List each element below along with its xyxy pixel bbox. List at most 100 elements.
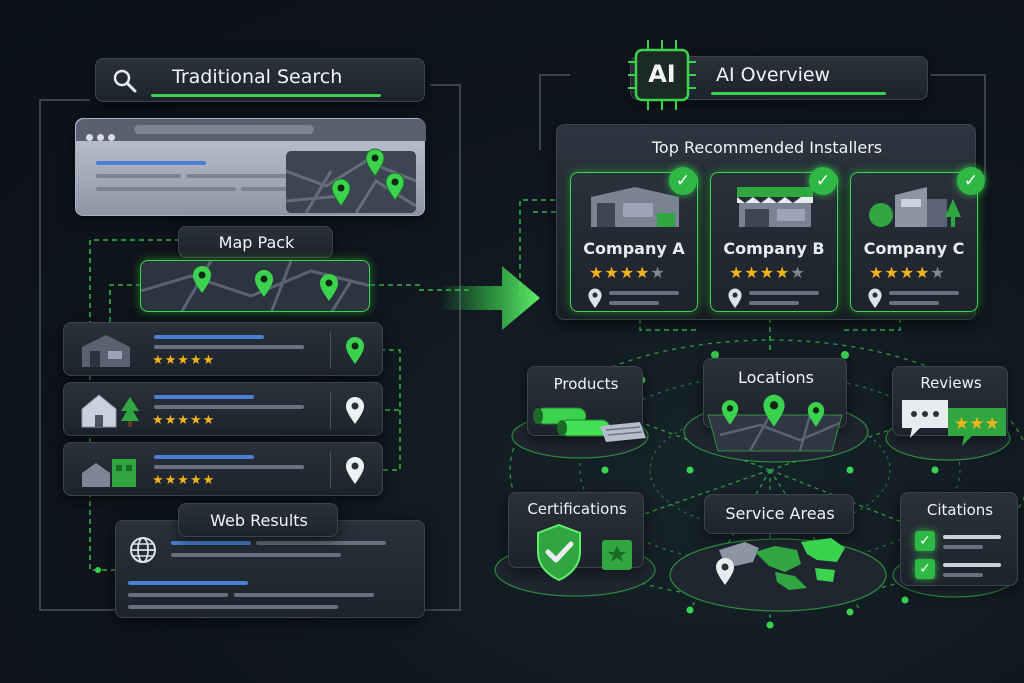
divider bbox=[330, 391, 331, 429]
map-pin-icon bbox=[365, 148, 385, 177]
traditional-search-title: Traditional Search bbox=[172, 66, 343, 88]
address-line bbox=[749, 291, 819, 295]
rating-stars: ★★★★★ bbox=[152, 413, 216, 428]
web-results-label: Web Results bbox=[210, 511, 308, 530]
building-icon bbox=[82, 459, 136, 487]
map-pin-icon bbox=[331, 178, 351, 207]
company-name: Company B bbox=[723, 239, 825, 258]
globe-icon bbox=[130, 537, 156, 563]
storefront-icon bbox=[737, 187, 813, 227]
result-line bbox=[171, 541, 251, 545]
certifications-label: Certifications bbox=[527, 500, 627, 518]
address-bar bbox=[134, 125, 314, 134]
top-recommended-title: Top Recommended Installers bbox=[651, 138, 883, 157]
tree-icon bbox=[121, 397, 139, 427]
reviews-label: Reviews bbox=[920, 374, 982, 392]
listing-line bbox=[154, 345, 304, 349]
address-line bbox=[749, 301, 799, 305]
service-areas-label: Service Areas bbox=[725, 504, 835, 523]
citation-line bbox=[943, 573, 983, 577]
ai-chip-icon: AI bbox=[628, 40, 696, 110]
map-pin-icon bbox=[721, 400, 739, 425]
map-pin-icon bbox=[807, 402, 825, 427]
divider bbox=[330, 331, 331, 369]
rating-stars: ★★★★★ bbox=[152, 353, 216, 368]
map-pin-icon bbox=[346, 337, 364, 364]
shield-check-icon bbox=[537, 523, 581, 582]
rating-stars: ★★★★★ bbox=[589, 263, 666, 282]
result-line bbox=[234, 593, 374, 597]
result-line bbox=[96, 187, 236, 191]
map-pin-icon bbox=[193, 266, 211, 293]
browser-window bbox=[75, 118, 426, 216]
check-icon: ✓ bbox=[809, 167, 837, 195]
map-pin-icon bbox=[346, 457, 364, 484]
listing-line bbox=[154, 465, 304, 469]
company-card[interactable]: ✓ Company B ★★★★★ bbox=[710, 167, 838, 312]
address-line bbox=[889, 301, 939, 305]
pipe-icon bbox=[533, 407, 646, 442]
company-card[interactable]: ✓ Company A ★★★★★ bbox=[570, 167, 698, 312]
building-icon bbox=[591, 187, 679, 227]
map-pin-icon bbox=[588, 288, 602, 309]
title-underline bbox=[711, 92, 886, 95]
result-line bbox=[186, 174, 296, 178]
company-name: Company C bbox=[863, 239, 965, 258]
search-icon bbox=[113, 69, 137, 93]
result-line bbox=[96, 174, 181, 178]
ai-overview-title: AI Overview bbox=[716, 64, 831, 86]
address-line bbox=[609, 291, 679, 295]
building-icon bbox=[869, 187, 961, 227]
listing-line bbox=[154, 455, 254, 459]
map-pin-icon bbox=[763, 394, 785, 427]
company-card[interactable]: ✓ Company C ★★★★★ bbox=[850, 167, 985, 312]
house-icon bbox=[81, 394, 117, 428]
map-roads bbox=[141, 261, 369, 311]
check-icon: ✓ bbox=[915, 559, 935, 579]
rating-stars: ★★★★★ bbox=[729, 263, 806, 282]
map-pin-icon bbox=[728, 288, 742, 309]
map-pin-icon bbox=[346, 397, 364, 424]
citations-label: Citations bbox=[926, 501, 994, 519]
local-listing[interactable]: ★★★★★ bbox=[63, 442, 383, 496]
citation-line bbox=[943, 545, 983, 549]
rating-stars: ★★★★★ bbox=[152, 473, 216, 488]
local-listing[interactable]: ★★★★★ bbox=[63, 382, 383, 436]
transition-arrow bbox=[440, 266, 540, 330]
local-listing[interactable]: ★★★★★ bbox=[63, 322, 383, 376]
listing-line bbox=[154, 335, 264, 339]
map-pin-icon bbox=[320, 274, 338, 301]
rating-stars: ★★★★★ bbox=[869, 263, 946, 282]
map-pack-label-box: Map Pack bbox=[178, 226, 333, 258]
listing-line bbox=[154, 405, 304, 409]
svg-text:★★★: ★★★ bbox=[954, 414, 1000, 434]
map-pin-icon bbox=[868, 288, 882, 309]
divider bbox=[330, 451, 331, 489]
result-line bbox=[128, 593, 228, 597]
service-areas-node[interactable]: Service Areas bbox=[704, 494, 854, 534]
map-pack-label: Map Pack bbox=[218, 233, 295, 252]
badge-icon bbox=[602, 540, 632, 570]
ai-badge: AI bbox=[648, 60, 676, 88]
result-line bbox=[241, 187, 301, 191]
citations-node[interactable]: Citations ✓ ✓ bbox=[900, 492, 1018, 586]
building-icon bbox=[82, 335, 130, 367]
result-line bbox=[171, 553, 341, 557]
listing-line bbox=[154, 395, 254, 399]
speech-bubble-icon: ★★★ bbox=[902, 400, 1006, 446]
result-line bbox=[128, 581, 248, 585]
result-line bbox=[96, 161, 206, 165]
result-line bbox=[128, 605, 338, 609]
check-icon: ✓ bbox=[669, 167, 697, 195]
window-dots bbox=[86, 126, 115, 145]
company-name: Company A bbox=[583, 239, 685, 258]
map-pack-strip bbox=[140, 260, 370, 312]
mini-map bbox=[286, 151, 416, 213]
citation-line bbox=[943, 563, 1001, 567]
locations-map bbox=[707, 414, 843, 452]
map-pin-icon bbox=[255, 270, 273, 297]
title-underline bbox=[151, 94, 381, 97]
web-results-label-box: Web Results bbox=[178, 503, 338, 537]
traditional-search-header: Traditional Search bbox=[95, 58, 425, 102]
